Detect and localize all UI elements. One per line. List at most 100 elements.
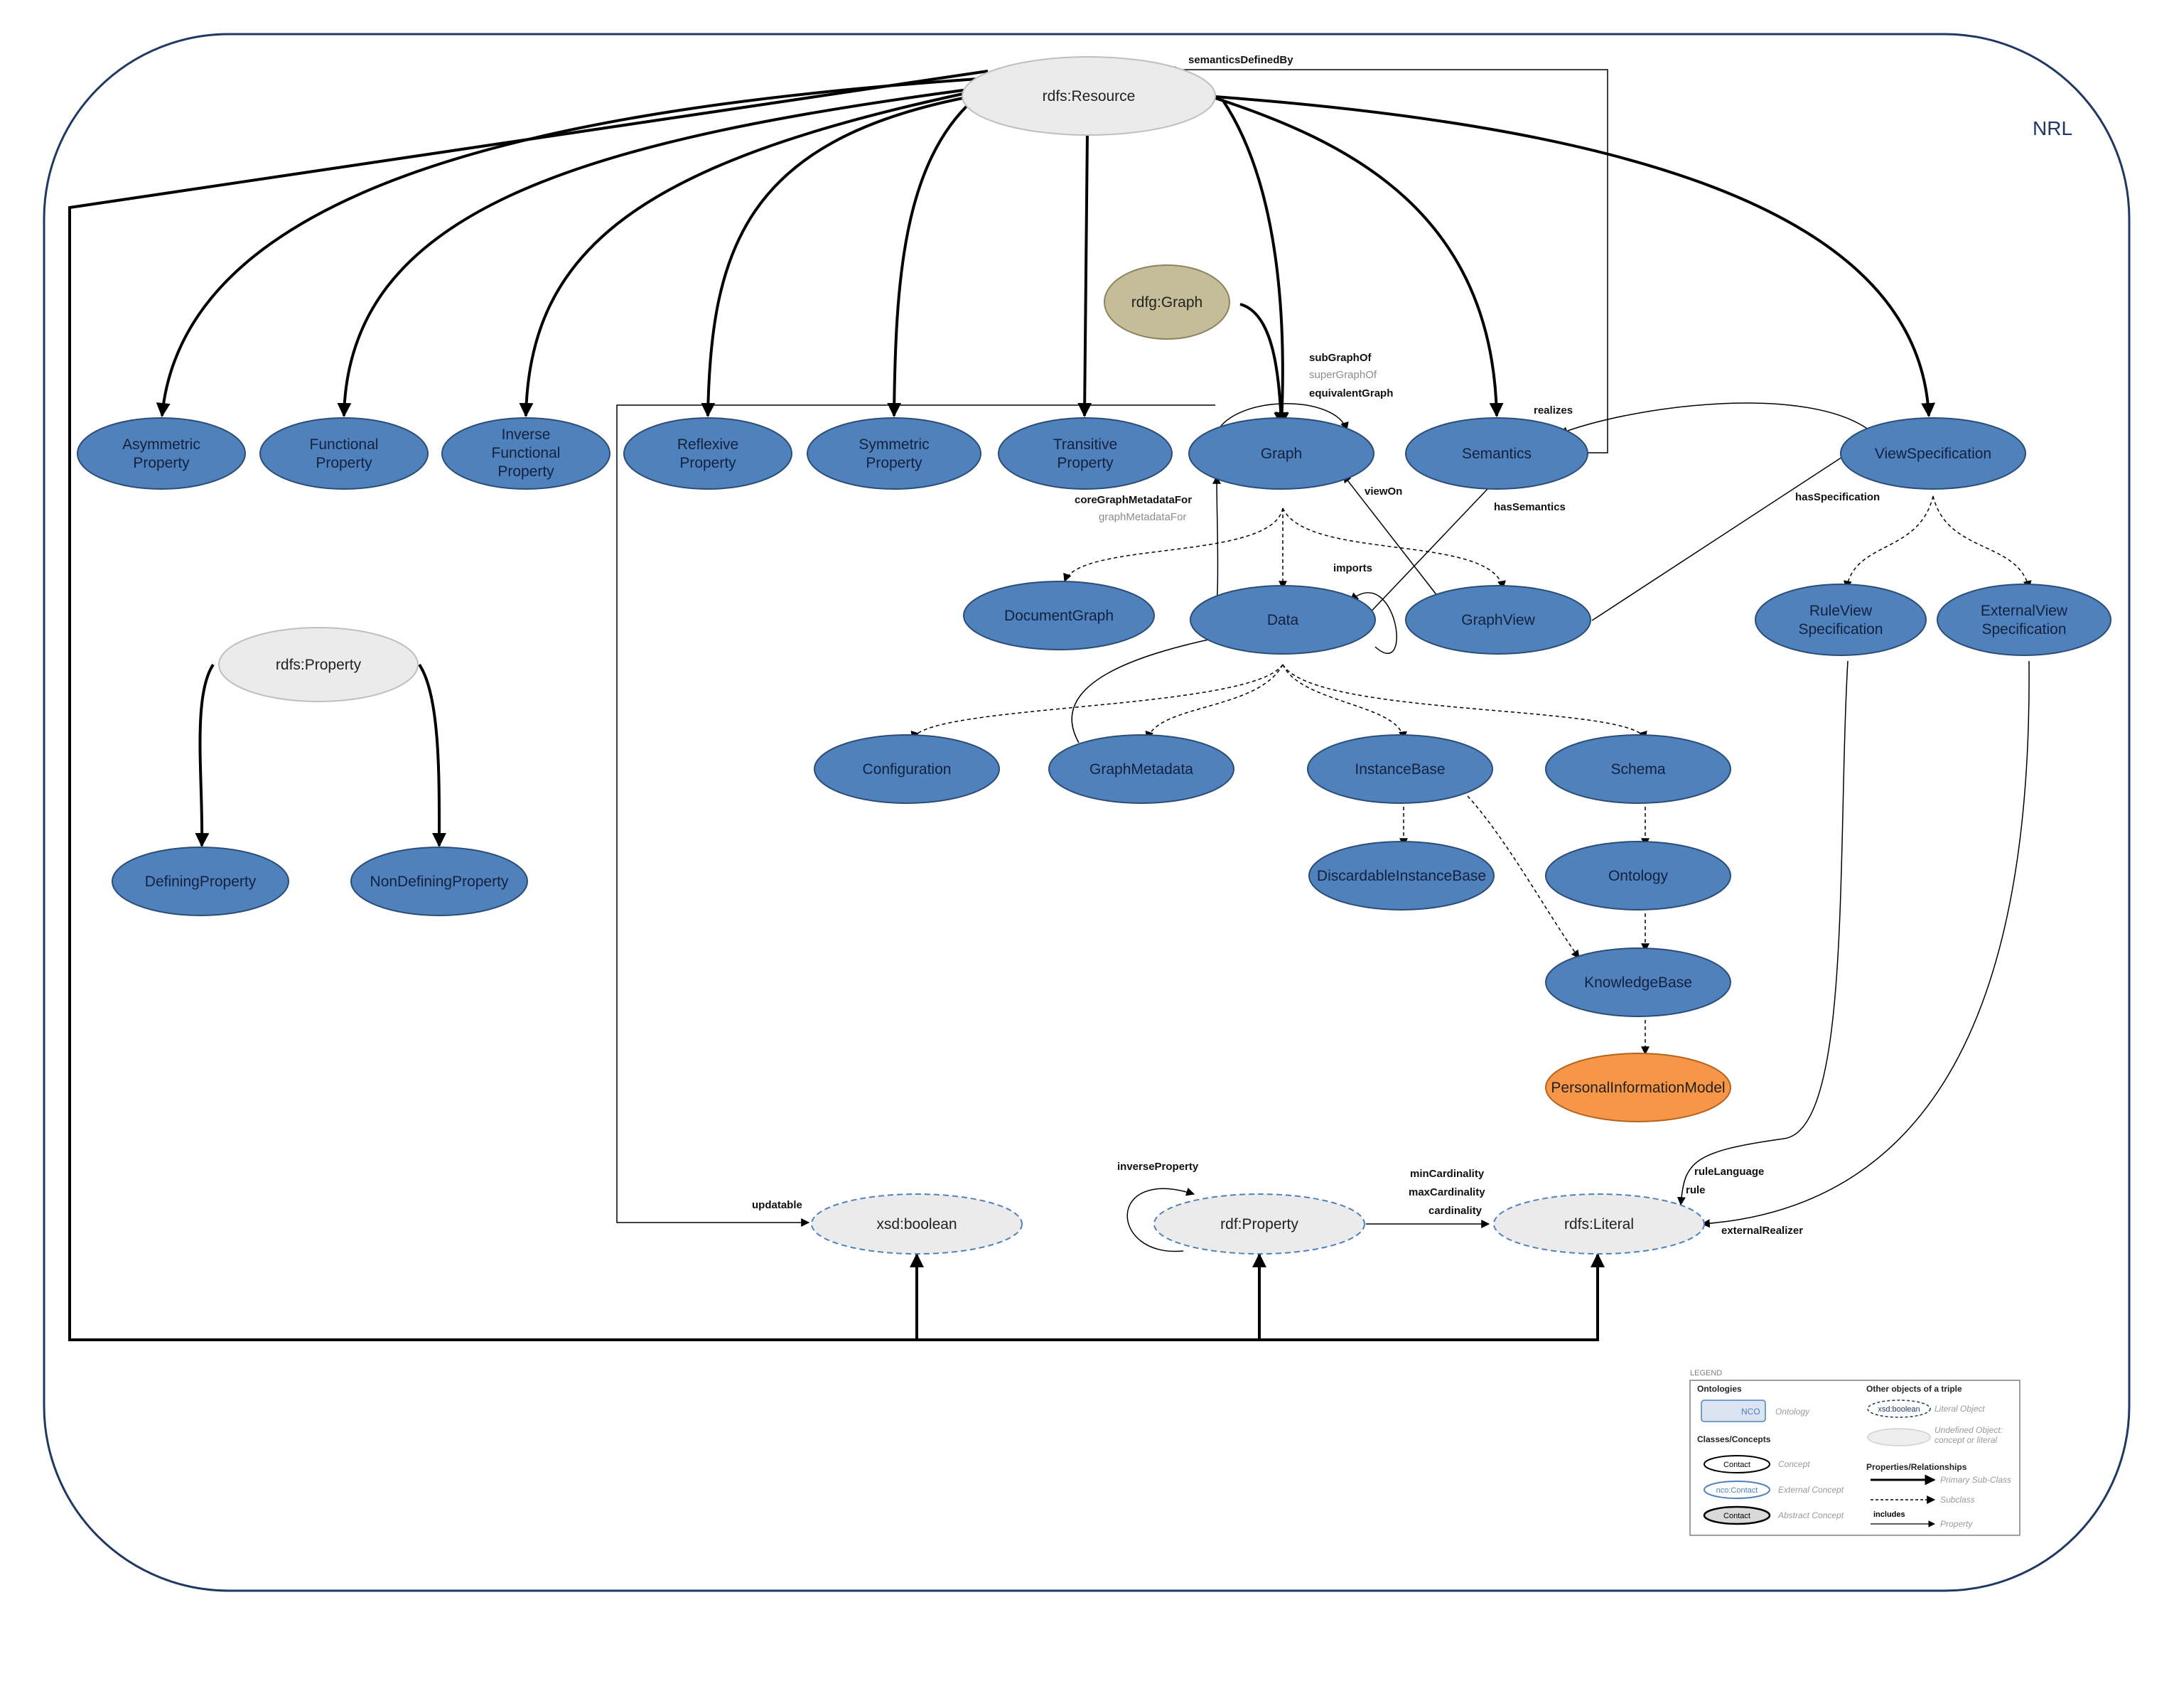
node-transitive-property[interactable]: Transitive Property <box>998 417 1173 490</box>
node-label-line-1: Reflexive <box>677 436 738 453</box>
node-data[interactable]: Data <box>1190 585 1376 655</box>
node-label: rdf:Property <box>1220 1216 1298 1232</box>
legend-other-heading: Other objects of a triple <box>1866 1384 1962 1394</box>
label-inverse-property: inverseProperty <box>1117 1161 1199 1173</box>
node-rdfg-graph[interactable]: rdfg:Graph <box>1104 264 1230 340</box>
label-realizes: realizes <box>1534 404 1573 417</box>
node-non-defining-property[interactable]: NonDefiningProperty <box>350 847 528 916</box>
node-asymmetric-property[interactable]: Asymmetric Property <box>77 417 246 490</box>
node-schema[interactable]: Schema <box>1545 734 1731 804</box>
node-reflexive-property[interactable]: Reflexive Property <box>623 417 792 490</box>
node-external-view-specification[interactable]: ExternalView Specification <box>1937 584 2111 656</box>
node-label-line-1: Symmetric <box>859 436 929 453</box>
label-rule: rule <box>1686 1184 1706 1196</box>
node-label: DocumentGraph <box>1004 608 1114 624</box>
label-view-on: viewOn <box>1365 485 1402 498</box>
node-label: Data <box>1267 612 1299 628</box>
node-functional-property[interactable]: Functional Property <box>259 417 429 490</box>
node-semantics[interactable]: Semantics <box>1405 417 1588 490</box>
node-rdfs-resource[interactable]: rdfs:Resource <box>962 56 1216 136</box>
node-graph-view[interactable]: GraphView <box>1405 585 1591 655</box>
node-label: ViewSpecification <box>1875 446 1991 462</box>
node-rdfs-literal[interactable]: rdfs:Literal <box>1493 1193 1705 1255</box>
node-personal-information-model[interactable]: PersonalInformationModel <box>1545 1053 1731 1122</box>
bottom-up-arrows <box>910 1253 1605 1340</box>
legend-concept-sample-label: Contact <box>1723 1461 1750 1469</box>
view-on-edge <box>1342 474 1443 603</box>
label-has-specification: hasSpecification <box>1795 491 1880 503</box>
label-equivalent-graph: equivalentGraph <box>1309 387 1393 399</box>
rule-language-edge <box>1677 660 1849 1206</box>
node-label: Schema <box>1610 761 1665 778</box>
legend-concept-sample <box>1704 1455 1770 1473</box>
label-graph-metadata-for: graphMetadataFor <box>1099 511 1186 523</box>
node-label: NonDefiningProperty <box>370 874 509 890</box>
node-rdfs-property[interactable]: rdfs:Property <box>218 627 419 702</box>
node-defining-property[interactable]: DefiningProperty <box>112 847 289 916</box>
label-imports: imports <box>1333 562 1372 574</box>
legend-primary-desc: Primary Sub-Class <box>1940 1475 2011 1485</box>
legend-external-desc: External Concept <box>1778 1485 1844 1495</box>
node-label-line-1: RuleView <box>1809 603 1873 619</box>
label-semantics-defined-by: semanticsDefinedBy <box>1188 54 1293 66</box>
legend-external-sample <box>1704 1481 1770 1499</box>
node-label: DefiningProperty <box>145 874 257 890</box>
node-label-line-1: Transitive <box>1053 436 1117 453</box>
legend-undefined-desc-2: concept or literal <box>1934 1435 1997 1445</box>
node-label-line-2: Specification <box>1798 621 1883 638</box>
legend-ontology-desc: Ontology <box>1775 1407 1810 1417</box>
label-min-cardinality: minCardinality <box>1410 1168 1485 1180</box>
core-graph-metadata-edge <box>1071 475 1222 743</box>
realizes-edge <box>1559 402 1870 435</box>
legend-abstract-desc: Abstract Concept <box>1777 1510 1844 1520</box>
inverse-property-loop <box>1126 1188 1195 1252</box>
legend-property-desc: Property <box>1940 1519 1973 1529</box>
node-label-line-1: Functional <box>310 436 379 453</box>
node-label: GraphView <box>1461 612 1535 628</box>
legend-ontologies-heading: Ontologies <box>1697 1384 1742 1394</box>
legend-ontology-sample <box>1701 1400 1766 1422</box>
legend-undefined-sample <box>1867 1428 1931 1446</box>
node-instance-base[interactable]: InstanceBase <box>1307 734 1493 804</box>
node-rule-view-specification[interactable]: RuleView Specification <box>1755 584 1927 656</box>
legend-external-sample-label: nco:Contact <box>1716 1486 1758 1495</box>
node-document-graph[interactable]: DocumentGraph <box>963 581 1155 650</box>
node-configuration[interactable]: Configuration <box>814 734 1000 804</box>
node-rdf-property[interactable]: rdf:Property <box>1153 1193 1365 1255</box>
subgraphof-loop <box>1216 403 1349 433</box>
legend-abstract-sample <box>1703 1505 1771 1525</box>
node-inverse-functional-property[interactable]: Inverse Functional Property <box>441 417 610 490</box>
node-label-line-1: ExternalView <box>1981 603 2068 619</box>
node-view-specification[interactable]: ViewSpecification <box>1840 417 2026 490</box>
node-label: rdfs:Resource <box>1043 88 1136 104</box>
node-label: Configuration <box>863 761 952 778</box>
legend-literal-desc: Literal Object <box>1934 1404 1985 1414</box>
legend-concept-desc: Concept <box>1778 1459 1810 1469</box>
node-symmetric-property[interactable]: Symmetric Property <box>807 417 981 490</box>
node-xsd-boolean[interactable]: xsd:boolean <box>811 1193 1023 1255</box>
label-super-graph-of: superGraphOf <box>1309 369 1377 381</box>
legend-literal-sample <box>1867 1400 1931 1418</box>
node-label-line-2: Property <box>133 455 190 471</box>
legend-subclass-desc: Subclass <box>1940 1495 1975 1505</box>
legend-props-heading: Properties/Relationships <box>1866 1462 1967 1472</box>
label-has-semantics: hasSemantics <box>1494 501 1566 513</box>
label-max-cardinality: maxCardinality <box>1409 1186 1485 1198</box>
has-semantics-edge <box>1364 474 1502 619</box>
node-ontology[interactable]: Ontology <box>1545 841 1731 911</box>
legend-includes-label: includes <box>1873 1510 1905 1519</box>
node-label-line-1: Asymmetric <box>122 436 200 453</box>
node-graph[interactable]: Graph <box>1188 417 1374 490</box>
node-discardable-instance-base[interactable]: DiscardableInstanceBase <box>1308 841 1495 911</box>
subclass-edges <box>910 495 2032 1056</box>
node-label: InstanceBase <box>1355 761 1445 778</box>
label-external-realizer: externalRealizer <box>1721 1225 1803 1237</box>
node-label: DiscardableInstanceBase <box>1317 868 1486 884</box>
node-label-line-2: Specification <box>1981 621 2066 638</box>
legend-ontology-sample-label: NCO <box>1741 1407 1760 1417</box>
node-graph-metadata[interactable]: GraphMetadata <box>1048 734 1234 804</box>
node-label-line-2: Property <box>866 455 922 471</box>
node-knowledge-base[interactable]: KnowledgeBase <box>1545 947 1731 1017</box>
label-cardinality: cardinality <box>1428 1205 1482 1217</box>
legend-abstract-sample-label: Contact <box>1723 1512 1750 1520</box>
